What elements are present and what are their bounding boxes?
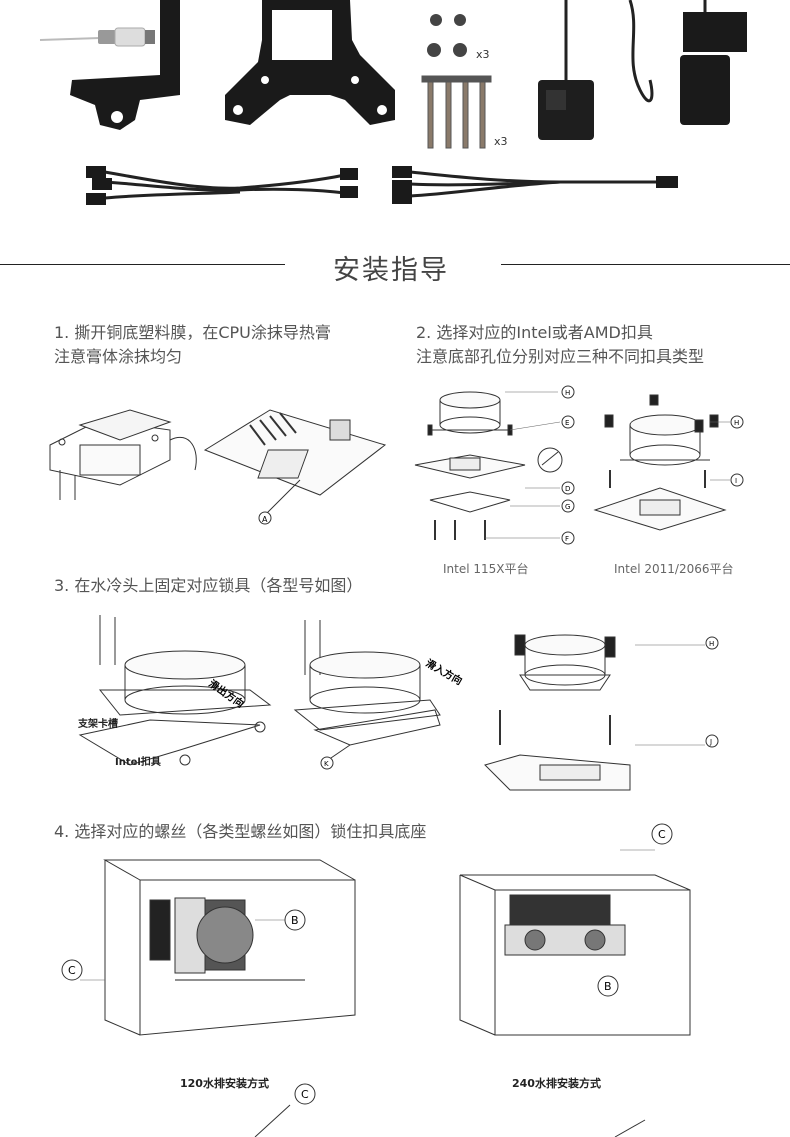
note-intel-buckle: Intel扣具 — [115, 755, 161, 768]
title-rule-left — [0, 264, 285, 265]
accessories-illustration: x3 x3 — [39, 0, 747, 205]
thermal-paste-syringe — [39, 27, 155, 47]
amd-mount-drawing — [484, 634, 631, 791]
callout-i: I — [735, 477, 737, 485]
callout-j: J — [709, 738, 712, 746]
callout-a: A — [262, 515, 268, 524]
fan-connectors-b — [392, 166, 678, 204]
caption-intel2011: Intel 2011/2066平台 — [614, 562, 734, 576]
intel115x-exploded-drawing — [414, 391, 563, 540]
step2-text: 2. 选择对应的Intel或者AMD扣具 注意底部孔位分别对应三种不同扣具类型 — [416, 321, 704, 369]
qty-long-screws: x3 — [494, 135, 508, 148]
caption-rad120: 120水排安装方式 — [180, 1077, 269, 1090]
caption-intel115x: Intel 115X平台 — [443, 562, 529, 576]
molex-adapter — [538, 0, 594, 140]
intel-backplate — [225, 0, 395, 125]
step3-text: 3. 在水冷头上固定对应锁具（各型号如图） — [54, 574, 362, 598]
note-slide-in: 滑入方向 — [424, 656, 465, 687]
title-rule-right — [501, 264, 790, 265]
amd-bracket — [70, 0, 180, 130]
sata-adapter — [680, 0, 747, 125]
step1-diagram: A — [49, 409, 387, 525]
case-120-leaders — [80, 919, 290, 981]
step4-text: 4. 选择对应的螺丝（各类型螺丝如图）锁住扣具底座 — [54, 820, 426, 844]
callout-h-1: H — [565, 389, 570, 397]
callout-c-3: C — [301, 1088, 309, 1101]
step2-line2: 注意底部孔位分别对应三种不同扣具类型 — [416, 347, 705, 366]
step3-diagram: 滑出方向 支架卡槽 Intel扣具 滑入方向 K H J — [77, 615, 719, 791]
partial-diagrams-bottom — [254, 1104, 646, 1137]
long-screws — [421, 75, 492, 149]
svg-text:滑出方向: 滑出方向 — [206, 677, 246, 711]
coiled-cable — [628, 0, 654, 103]
step1-line1: 1. 撕开铜底塑料膜，在CPU涂抹导热膏 — [54, 323, 331, 342]
intel2011-drawing — [593, 394, 727, 531]
callout-b-1: B — [291, 914, 299, 927]
step4-line1: 4. 选择对应的螺丝（各类型螺丝如图）锁住扣具底座 — [54, 822, 427, 841]
callout-k: K — [324, 760, 329, 768]
pump-with-bracket-in — [293, 620, 441, 746]
note-bracket-slot: 支架卡槽 — [77, 717, 118, 730]
callout-h-3: H — [709, 640, 714, 648]
step1-text: 1. 撕开铜底塑料膜，在CPU涂抹导热膏 注意膏体涂抹均匀 — [54, 321, 331, 369]
caption-rad240: 240水排安装方式 — [512, 1077, 601, 1090]
callout-d: D — [565, 485, 570, 493]
callout-c-1: C — [68, 964, 76, 977]
pump-head-drawing — [49, 409, 197, 500]
motherboard-drawing — [203, 409, 387, 496]
note-slide-out: 滑出方向 — [206, 677, 246, 711]
qty-small-screws: x3 — [476, 48, 490, 61]
leader-lines — [485, 391, 561, 539]
case-120-drawing — [103, 859, 356, 1036]
callout-h-2: H — [734, 419, 739, 427]
callout-c-2: C — [658, 828, 666, 841]
small-screws — [427, 14, 467, 57]
callouts-step2-left — [561, 385, 575, 545]
callout-b-2: B — [604, 980, 612, 993]
step1-line2: 注意膏体涂抹均匀 — [54, 347, 183, 366]
step4-diagram: B C C B C — [61, 823, 691, 1137]
fan-connectors-a — [86, 166, 358, 205]
callout-g: G — [565, 503, 570, 511]
step2-line1: 2. 选择对应的Intel或者AMD扣具 — [416, 323, 653, 342]
fan-splitter-cable-b — [409, 170, 660, 198]
callout-e: E — [565, 419, 569, 427]
section-title: 安装指导 — [333, 255, 449, 286]
callout-f: F — [565, 535, 569, 543]
pump-with-bracket-out — [78, 615, 272, 766]
step2-diagram: H E D G F H I — [414, 385, 744, 545]
step3-line1: 3. 在水冷头上固定对应锁具（各型号如图） — [54, 576, 363, 595]
case-240-drawing — [459, 874, 691, 1036]
fan-splitter-cable-a — [104, 170, 346, 200]
